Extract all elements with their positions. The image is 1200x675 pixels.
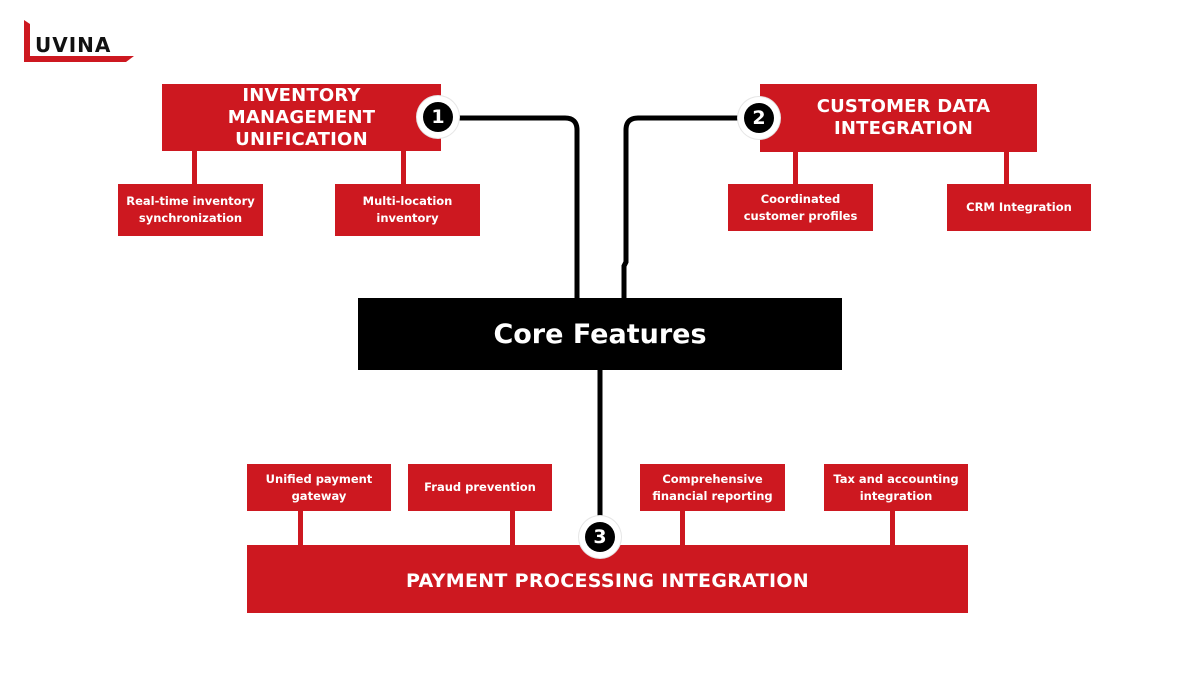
- feature-item: Comprehensive financial reporting: [640, 464, 785, 511]
- connector-stub: [793, 152, 798, 184]
- feature-item: Tax and accounting integration: [824, 464, 968, 511]
- number-badge-3: 3: [579, 516, 621, 558]
- branch-title-line: UNIFICATION: [235, 128, 368, 150]
- connector-stub: [298, 511, 303, 545]
- connector-stub: [890, 511, 895, 545]
- feature-item: CRM Integration: [947, 184, 1091, 231]
- logo-text: UVINA: [35, 33, 112, 57]
- feature-item: Coordinated customer profiles: [728, 184, 873, 231]
- connector-stub: [1004, 152, 1009, 184]
- branch-title-line: INVENTORY: [242, 84, 361, 106]
- logo-l-mark-icon: [24, 20, 134, 62]
- connector-stub: [680, 511, 685, 545]
- connector-stub: [192, 151, 197, 184]
- connector-stub: [510, 511, 515, 545]
- branch-title-line: CUSTOMER DATA: [816, 96, 991, 117]
- branch-title-line: INTEGRATION: [833, 118, 974, 139]
- branch-title-inventory: INVENTORY MANAGEMENT UNIFICATION: [162, 84, 441, 151]
- feature-item: Fraud prevention: [408, 464, 552, 511]
- feature-item: Multi-location inventory: [335, 184, 480, 236]
- number-badge-1: 1: [417, 96, 459, 138]
- connector-stub: [401, 151, 406, 184]
- core-features-box: Core Features: [358, 298, 842, 370]
- connector-line-2: [621, 115, 759, 299]
- branch-title-line: MANAGEMENT: [227, 106, 376, 128]
- number-badge-2: 2: [738, 97, 780, 139]
- connector-line-1: [438, 115, 580, 299]
- feature-item: Unified payment gateway: [247, 464, 391, 511]
- feature-item: Real-time inventory synchronization: [118, 184, 263, 236]
- branch-title-customer: CUSTOMER DATA INTEGRATION: [760, 84, 1037, 152]
- luvina-logo: UVINA: [22, 20, 142, 66]
- core-title: Core Features: [493, 318, 707, 350]
